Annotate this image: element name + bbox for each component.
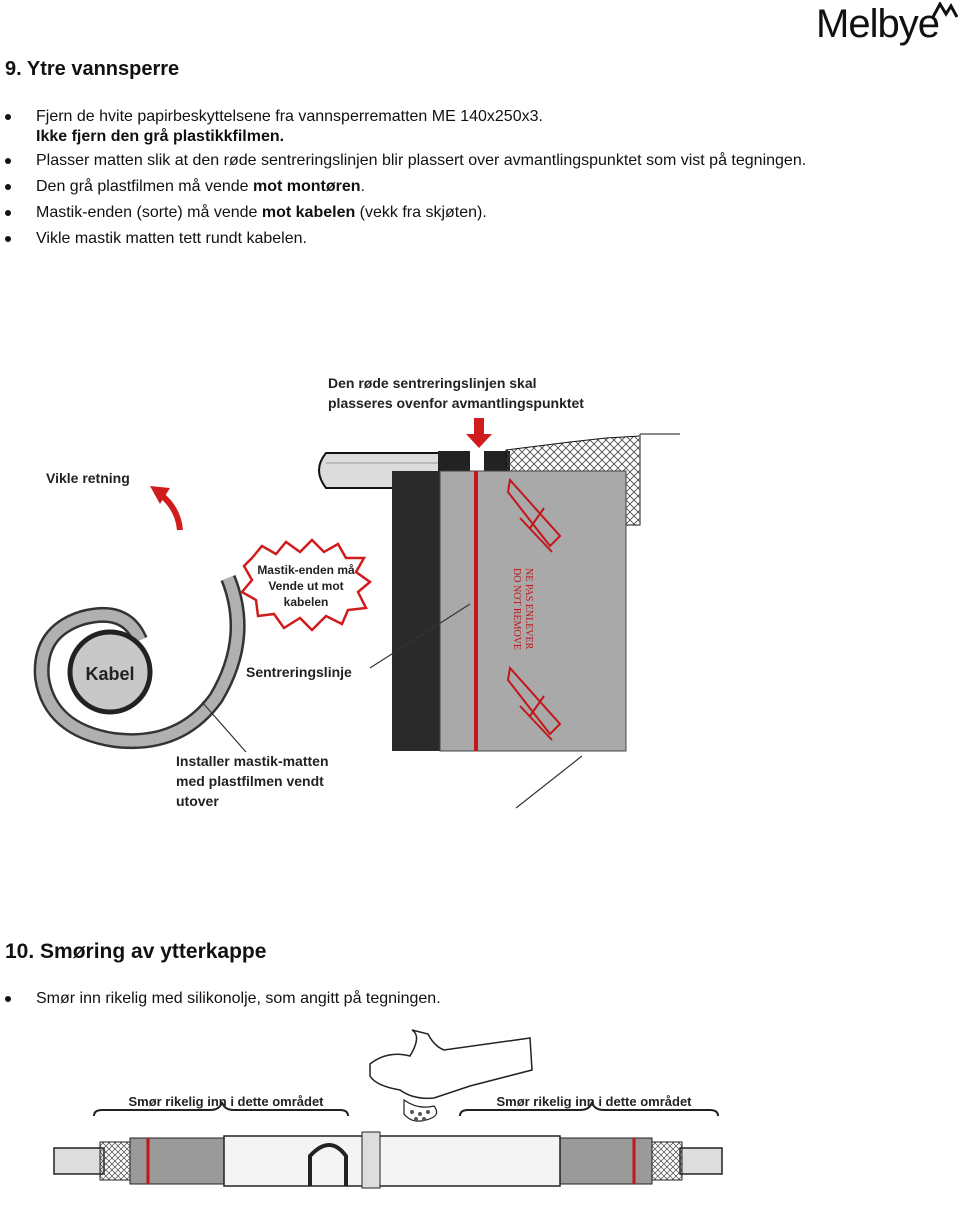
sentreringslinje-label: Sentreringslinje	[246, 664, 352, 680]
joint-center	[223, 1135, 561, 1187]
list-item-text: Vikle mastik matten tett rundt kabelen.	[36, 230, 307, 247]
lubrication-diagram: Smør rikelig inn i dette området Smør ri…	[53, 1029, 723, 1189]
list-item: Smør inn rikelig med silikonolje, som an…	[0, 986, 441, 1012]
list-item-text: (vekk fra skjøten).	[355, 204, 487, 221]
water-barrier-diagram: Den røde sentreringslinjen skal plassere…	[33, 375, 680, 809]
cable-cross-section	[67, 629, 153, 715]
down-arrow-icon	[466, 418, 492, 448]
clamp	[438, 451, 470, 473]
callout-line2: Vende ut mot	[268, 579, 343, 593]
vikle-retning-label: Vikle retning	[46, 470, 130, 486]
list-item-text: Mastik-enden (sorte) må vende	[36, 204, 262, 221]
top-label-line2: plasseres ovenfor avmantlingspunktet	[328, 395, 584, 411]
curved-arrow-icon	[158, 491, 183, 531]
callout-line3: kabelen	[284, 595, 329, 609]
mastic-mat	[439, 470, 627, 752]
left-brace	[93, 1101, 349, 1117]
callout-line1: Mastik-enden må	[257, 563, 355, 577]
install-label-line2: med plastfilmen vendt	[176, 773, 324, 789]
hand-icon	[369, 1029, 533, 1100]
list-item: Fjern de hvite papirbeskyttelsene fra va…	[0, 104, 806, 148]
left-region-label: Smør rikelig inn i dette området	[128, 1094, 324, 1109]
list-item-text: Plasser matten slik at den røde sentreri…	[36, 152, 807, 169]
sleeve-left	[129, 1137, 225, 1185]
right-region-label: Smør rikelig inn i dette området	[496, 1094, 692, 1109]
list-item-text: Smør inn rikelig med silikonolje, som an…	[36, 990, 441, 1007]
clamp	[484, 451, 510, 473]
instruction-list-9: Fjern de hvite papirbeskyttelsene fra va…	[0, 104, 806, 252]
mastic-band	[392, 471, 440, 751]
section-title-9: 9. Ytre vannsperre	[5, 58, 180, 80]
list-item: Mastik-enden (sorte) må vende mot kabele…	[0, 200, 806, 226]
logo-mark-icon	[932, 2, 958, 18]
callout-burst	[240, 538, 373, 632]
list-item-text: Fjern de hvite papirbeskyttelsene fra va…	[36, 108, 543, 125]
top-label-line1: Den røde sentreringslinjen skal	[328, 375, 537, 391]
list-item: Vikle mastik matten tett rundt kabelen.	[0, 226, 806, 252]
instruction-list-10: Smør inn rikelig med silikonolje, som an…	[0, 986, 441, 1012]
install-label-line3: utover	[176, 793, 219, 809]
pointer-line	[201, 701, 247, 753]
pointer-line	[369, 603, 471, 669]
list-item-text: .	[360, 178, 365, 195]
cable-left-end	[53, 1147, 105, 1175]
cable-right-end	[679, 1147, 723, 1175]
list-item-emphasis: mot kabelen	[261, 204, 356, 221]
kabel-label: Kabel	[85, 664, 134, 684]
sleeve-right	[559, 1137, 653, 1185]
film-print	[506, 477, 562, 741]
list-item-note: Ikke fjern den grå plastikkfilmen.	[36, 128, 285, 145]
list-item-emphasis: mot montøren	[253, 178, 361, 195]
list-item-text: Den grå plastfilmen må vende	[36, 178, 253, 195]
logo-text: Melbye	[816, 2, 940, 46]
list-item: Plasser matten slik at den røde sentreri…	[0, 148, 806, 174]
right-brace	[459, 1101, 719, 1117]
braid-left	[99, 1141, 131, 1181]
braid-right	[651, 1141, 683, 1181]
film-text-en: DO NOT REMOVE	[511, 568, 522, 650]
section-title-10: 10. Smøring av ytterkappe	[5, 940, 267, 963]
install-label-line1: Installer mastik-matten	[176, 753, 329, 769]
list-item: Den grå plastfilmen må vende mot montøre…	[0, 174, 806, 200]
joint-body	[639, 433, 680, 525]
film-text-fr: NE PAS ENLEVER	[523, 568, 534, 650]
pointer-line	[515, 755, 583, 809]
melbye-logo: Melbye	[816, 2, 960, 48]
